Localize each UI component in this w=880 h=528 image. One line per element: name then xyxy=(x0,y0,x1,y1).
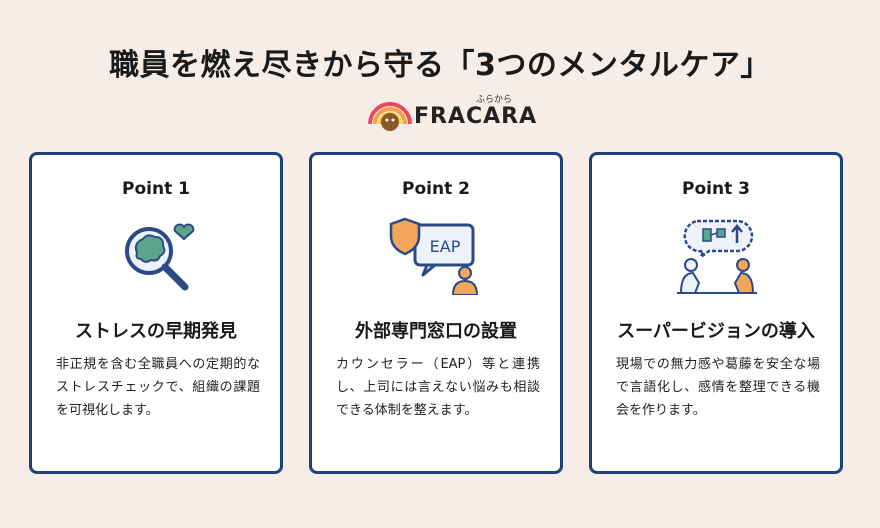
card-heading: ストレスの早期発見 xyxy=(75,321,237,342)
logo-kana: ふらから xyxy=(476,95,513,105)
card-description: 現場での無力感や葛藤を安全な場で言語化し、感情を整理できる機会を作ります。 xyxy=(616,357,820,418)
magnifier-brain-heart-icon xyxy=(125,223,195,291)
card-heading: 外部専門窓口の設置 xyxy=(355,321,517,342)
eap-badge: EAP xyxy=(430,237,461,256)
point-label: Point 1 xyxy=(122,179,190,199)
card-heading: スーパービジョンの導入 xyxy=(617,321,815,342)
eap-shield-speech-person-icon: EAP xyxy=(389,217,479,295)
rainbow-sun-icon xyxy=(368,102,412,131)
point-card-1: Point 1 ストレスの早期発見 非正規を含む全職員への定期的なストレスチェッ… xyxy=(29,152,283,474)
point-label: Point 3 xyxy=(682,179,750,199)
point-label: Point 2 xyxy=(402,179,470,199)
page-title: 職員を燃え尽きから守る「3つのメンタルケア」 xyxy=(109,48,771,83)
two-people-discussion-icon xyxy=(677,219,757,294)
logo-wordmark: FRACARA xyxy=(414,104,538,129)
point-card-3: Point 3 スーパービジョンの導入 現場での無力感や葛藤を安全な場で言語化し… xyxy=(589,152,843,474)
card-description: カウンセラー（EAP）等と連携し、上司には言えない悩みも相談できる体制を整えます… xyxy=(336,357,540,418)
point-card-2: Point 2 EAP 外部専門窓口の設置 カウンセラー（EAP）等と連携し、上… xyxy=(309,152,563,474)
card-description: 非正規を含む全職員への定期的なストレスチェックで、組織の課題を可視化します。 xyxy=(56,357,260,418)
fracara-logo: ふらから FRACARA xyxy=(366,88,536,136)
